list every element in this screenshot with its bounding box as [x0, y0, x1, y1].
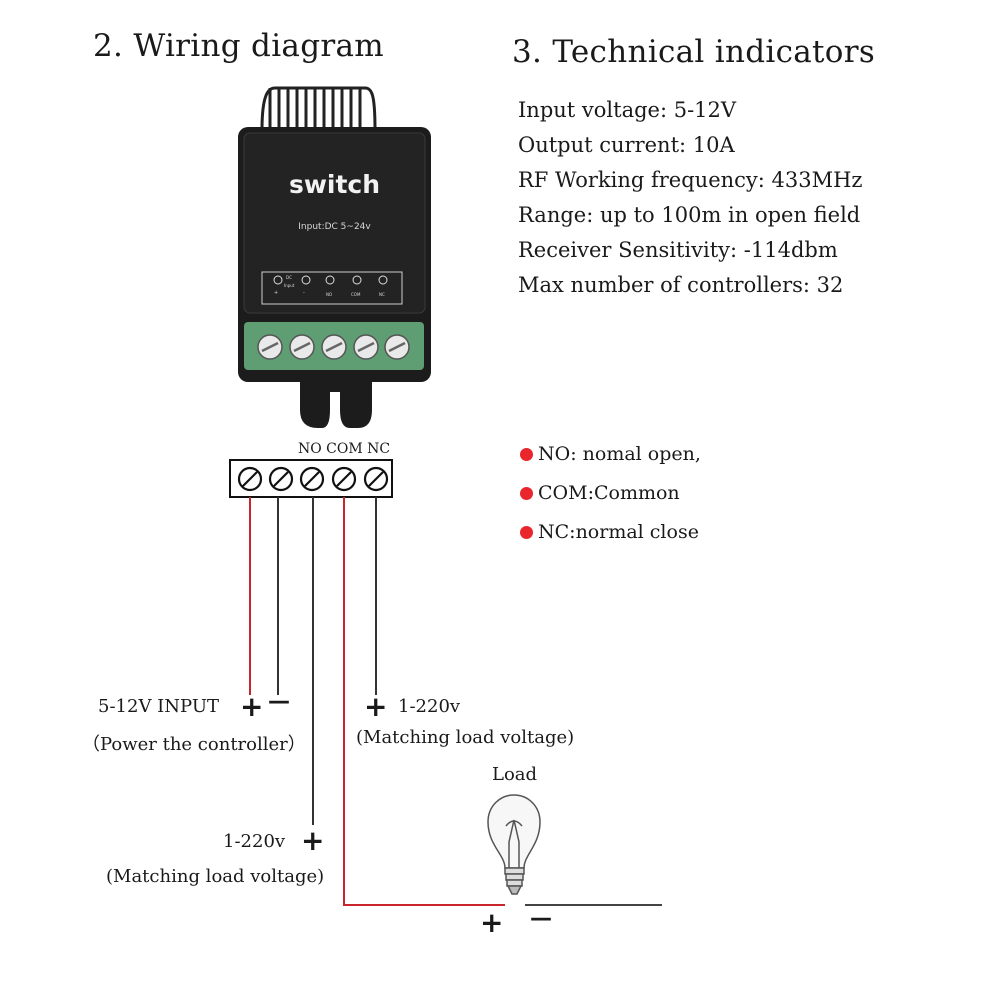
- no-note: (Matching load voltage): [106, 866, 325, 887]
- spec-item: Receiver Sensitivity: -114dbm: [518, 238, 838, 262]
- spec-item: Output current: 10A: [518, 133, 735, 157]
- device-terminal-minus: -: [303, 290, 305, 296]
- bulb-icon: [487, 794, 541, 895]
- device-terminal-nc: NC: [379, 292, 385, 297]
- device-input-label: Input: [284, 283, 295, 288]
- antenna-coil: [260, 86, 377, 131]
- device-dc-label: DC: [286, 275, 292, 280]
- bottom-plus-symbol: +: [480, 906, 504, 939]
- legend-dot: [520, 526, 533, 539]
- input-plus-symbol: +: [240, 690, 264, 723]
- nc-voltage: 1-220v: [398, 696, 461, 717]
- input-minus-symbol: —: [268, 689, 290, 714]
- legend-item-nc: NC:normal close: [520, 521, 699, 543]
- spec-item: RF Working frequency: 433MHz: [518, 168, 863, 192]
- device-title: switch: [288, 170, 381, 199]
- technical-heading: 3. Technical indicators: [512, 34, 876, 70]
- com-wire: [343, 497, 505, 906]
- spec-item: Range: up to 100m in open field: [518, 203, 861, 227]
- legend-item-no: NO: nomal open,: [520, 443, 701, 465]
- power-note: （Power the controller）: [82, 734, 306, 755]
- relay-device: [238, 127, 431, 428]
- spec-item: Max number of controllers: 32: [518, 273, 844, 297]
- terminal-block: [229, 459, 393, 498]
- spec-item: Input voltage: 5-12V: [518, 98, 737, 122]
- legend-dot: [520, 448, 533, 461]
- input-label: 5-12V INPUT: [98, 696, 219, 717]
- nc-note: (Matching load voltage): [356, 727, 575, 748]
- legend-dot: [520, 487, 533, 500]
- device-terminal-plus: +: [274, 290, 279, 296]
- device-terminal-no: NO: [326, 292, 333, 297]
- spec-list: Input voltage: 5-12V Output current: 10A…: [518, 93, 862, 303]
- device-input-spec: Input:DC 5~24v: [298, 222, 371, 232]
- nc-plus-symbol: +: [364, 690, 388, 723]
- no-plus-symbol: +: [301, 824, 325, 857]
- no-voltage: 1-220v: [223, 831, 286, 852]
- device-terminal-com: COM: [351, 292, 361, 297]
- wires: [249, 497, 662, 906]
- terminal-header: NO COM NC: [298, 441, 391, 457]
- wiring-heading: 2. Wiring diagram: [93, 28, 384, 64]
- legend-item-com: COM:Common: [520, 482, 680, 504]
- load-label: Load: [492, 764, 538, 785]
- bottom-minus-symbol: —: [530, 906, 552, 931]
